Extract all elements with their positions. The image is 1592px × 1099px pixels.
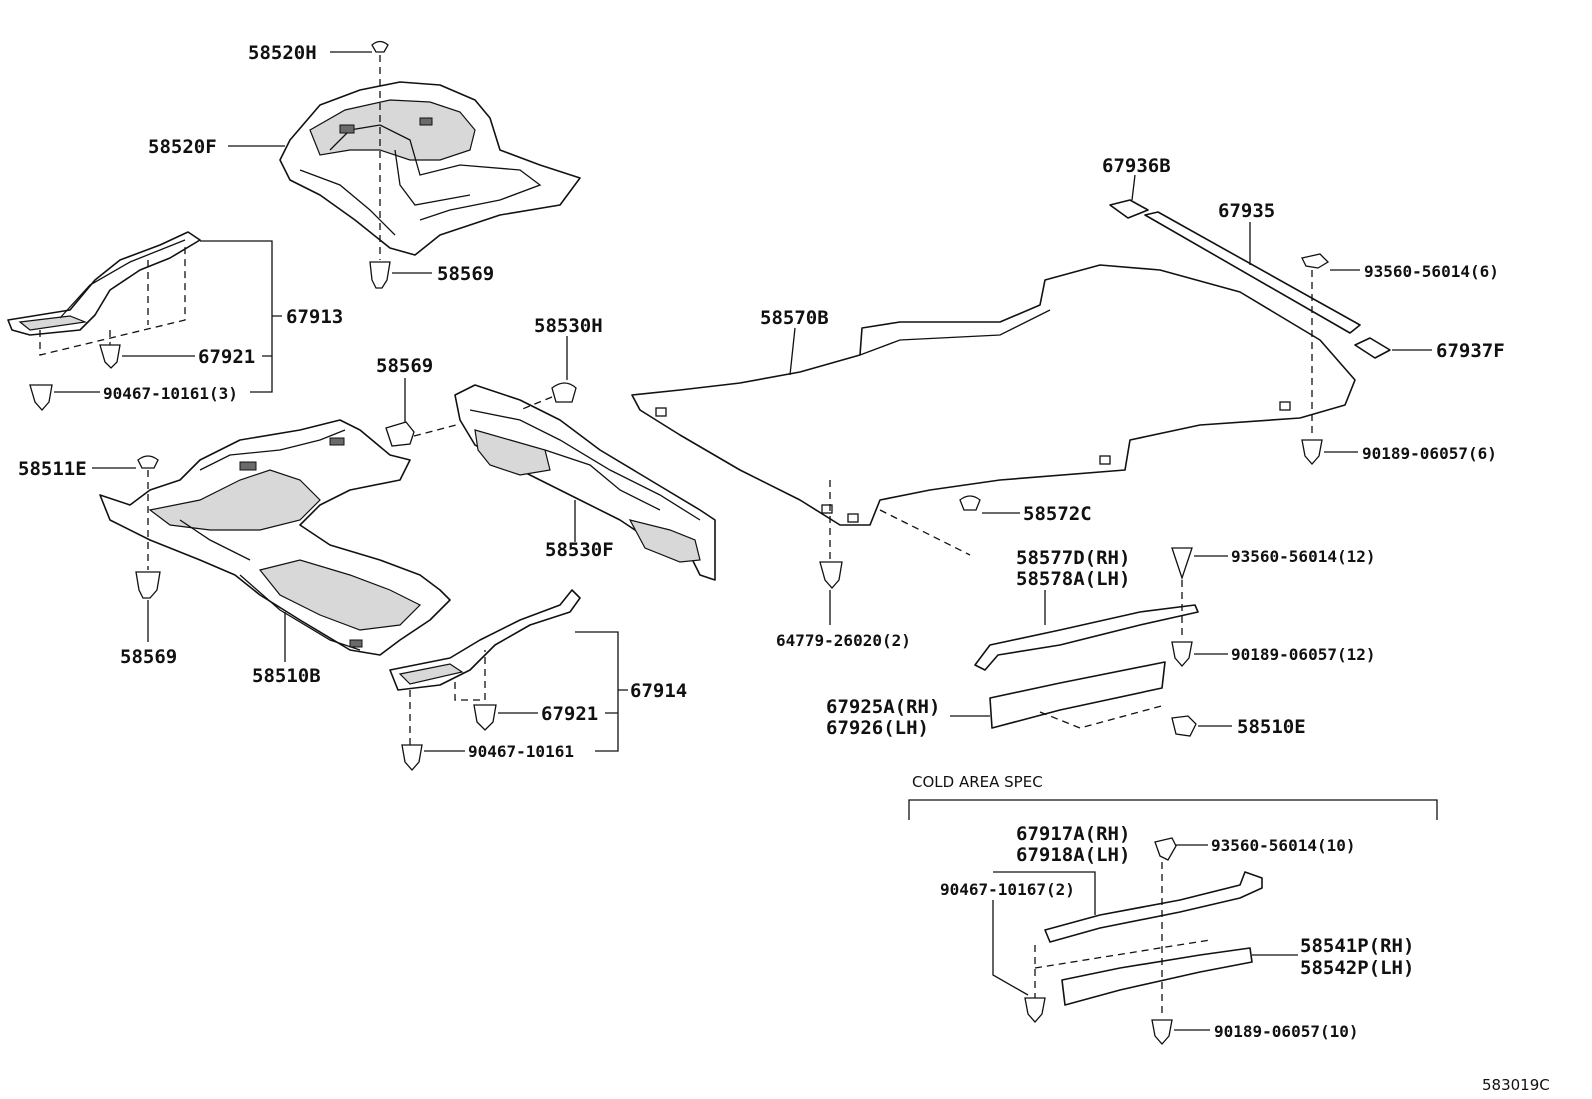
label-67936b: 67936B	[1102, 155, 1171, 177]
bracket-67913	[200, 240, 282, 393]
label-67917a-rh: 67917A(RH)	[1016, 823, 1130, 845]
label-67937f: 67937F	[1436, 340, 1505, 362]
leader-58570b	[789, 327, 796, 376]
scuff-plate-67914-part	[389, 589, 581, 691]
dash-67914	[409, 650, 486, 745]
pad-67937f-part	[1354, 337, 1391, 359]
label-90467-10167-2: 90467-10167(2)	[940, 880, 1075, 899]
clip-58530h-icon	[551, 382, 577, 403]
cover-67917a-part	[1044, 871, 1263, 943]
dash-67925a	[1039, 704, 1166, 729]
label-90189-06057-6: 90189-06057(6)	[1362, 444, 1497, 463]
clip-90189-06057-6-icon	[1301, 439, 1323, 465]
label-67935: 67935	[1218, 200, 1275, 222]
tunnel-58530f-part	[454, 384, 716, 581]
scuff-plate-67913-part	[7, 231, 201, 336]
label-67914: 67914	[630, 680, 687, 702]
label-58510b: 58510B	[252, 665, 321, 687]
label-90189-06057-10: 90189-06057(10)	[1214, 1022, 1359, 1041]
clip-90467-10161-3-icon	[29, 384, 53, 411]
label-58542p-lh: 58542P(LH)	[1300, 957, 1414, 979]
label-90189-06057-12: 90189-06057(12)	[1231, 645, 1376, 664]
clip-58569-low-icon	[135, 571, 161, 599]
label-67926-lh: 67926(LH)	[826, 717, 929, 739]
dash-58570b	[829, 480, 971, 560]
bracket-67917a	[993, 871, 1096, 915]
carpet-58510b-part	[99, 419, 451, 656]
label-58520h: 58520H	[248, 42, 317, 64]
label-67921-b: 67921	[541, 703, 598, 725]
screw-93560-56014-10-icon	[1154, 837, 1177, 861]
bracket-67914	[575, 631, 628, 752]
pad-67936b-part	[1109, 199, 1149, 219]
label-58578a-lh: 58578A(LH)	[1016, 568, 1130, 590]
label-58569-mid: 58569	[376, 355, 433, 377]
label-58572c: 58572C	[1023, 503, 1092, 525]
label-58510e: 58510E	[1237, 716, 1306, 738]
clip-64779-26020-2-icon	[819, 561, 843, 589]
clip-67921-a-icon	[99, 344, 121, 369]
label-93560-56014-10: 93560-56014(10)	[1211, 836, 1356, 855]
bracket-58577d-part	[974, 604, 1199, 671]
mat-58570b-part	[631, 264, 1356, 526]
clip-58572c-icon	[959, 495, 981, 511]
carpet-58520f-part	[279, 81, 581, 256]
dash-58530h	[519, 396, 553, 411]
label-58520f: 58520F	[148, 136, 217, 158]
label-64779-26020-2: 64779-26020(2)	[776, 631, 911, 650]
label-67921-a: 67921	[198, 346, 255, 368]
dash-67913-a	[39, 245, 186, 356]
label-67918a-lh: 67918A(LH)	[1016, 844, 1130, 866]
label-58569-low: 58569	[120, 646, 177, 668]
rail-67935-part	[1144, 211, 1361, 334]
clip-58520h-icon	[371, 40, 389, 53]
label-90467-10161-3: 90467-10161(3)	[103, 384, 238, 403]
label-58577d-rh: 58577D(RH)	[1016, 547, 1130, 569]
leader-90467-10167-2	[992, 900, 1029, 996]
clip-58569-mid-icon	[385, 421, 415, 447]
clip-90467-10161-icon	[401, 744, 423, 771]
panel-67925a-part	[989, 661, 1166, 729]
cold-area-bracket	[908, 799, 1438, 820]
label-67913: 67913	[286, 306, 343, 328]
label-58570b: 58570B	[760, 307, 829, 329]
label-67925a-rh: 67925A(RH)	[826, 696, 940, 718]
clip-90189-06057-10-icon	[1151, 1019, 1173, 1045]
screw-93560-56014-12-icon	[1171, 547, 1193, 581]
dash-58569-mid	[413, 423, 461, 437]
label-58541p-rh: 58541P(RH)	[1300, 935, 1414, 957]
clip-58510e-icon	[1171, 715, 1197, 737]
clip-67921-b-icon	[473, 704, 497, 731]
leader-67936b	[1131, 174, 1136, 201]
screw-93560-56014-6-icon	[1301, 253, 1330, 269]
figure-code: 583019C	[1482, 1076, 1550, 1094]
dash-67917a	[1034, 939, 1211, 1000]
label-58530f: 58530F	[545, 539, 614, 561]
dash-67913-b	[109, 260, 149, 355]
label-93560-56014-12: 93560-56014(12)	[1231, 547, 1376, 566]
clip-90467-10167-2-icon	[1024, 997, 1046, 1023]
clip-58569-top-icon	[369, 261, 391, 289]
clip-90189-06057-12-icon	[1171, 641, 1193, 667]
label-93560-56014-6: 93560-56014(6)	[1364, 262, 1499, 281]
clip-58511e-icon	[137, 455, 159, 469]
label-58569-top: 58569	[437, 263, 494, 285]
cover-58541p-part	[1061, 947, 1253, 1006]
label-90467-10161: 90467-10161	[468, 742, 574, 761]
label-cold-area-spec: COLD AREA SPEC	[912, 773, 1043, 791]
label-58511e: 58511E	[18, 458, 87, 480]
label-58530h: 58530H	[534, 315, 603, 337]
